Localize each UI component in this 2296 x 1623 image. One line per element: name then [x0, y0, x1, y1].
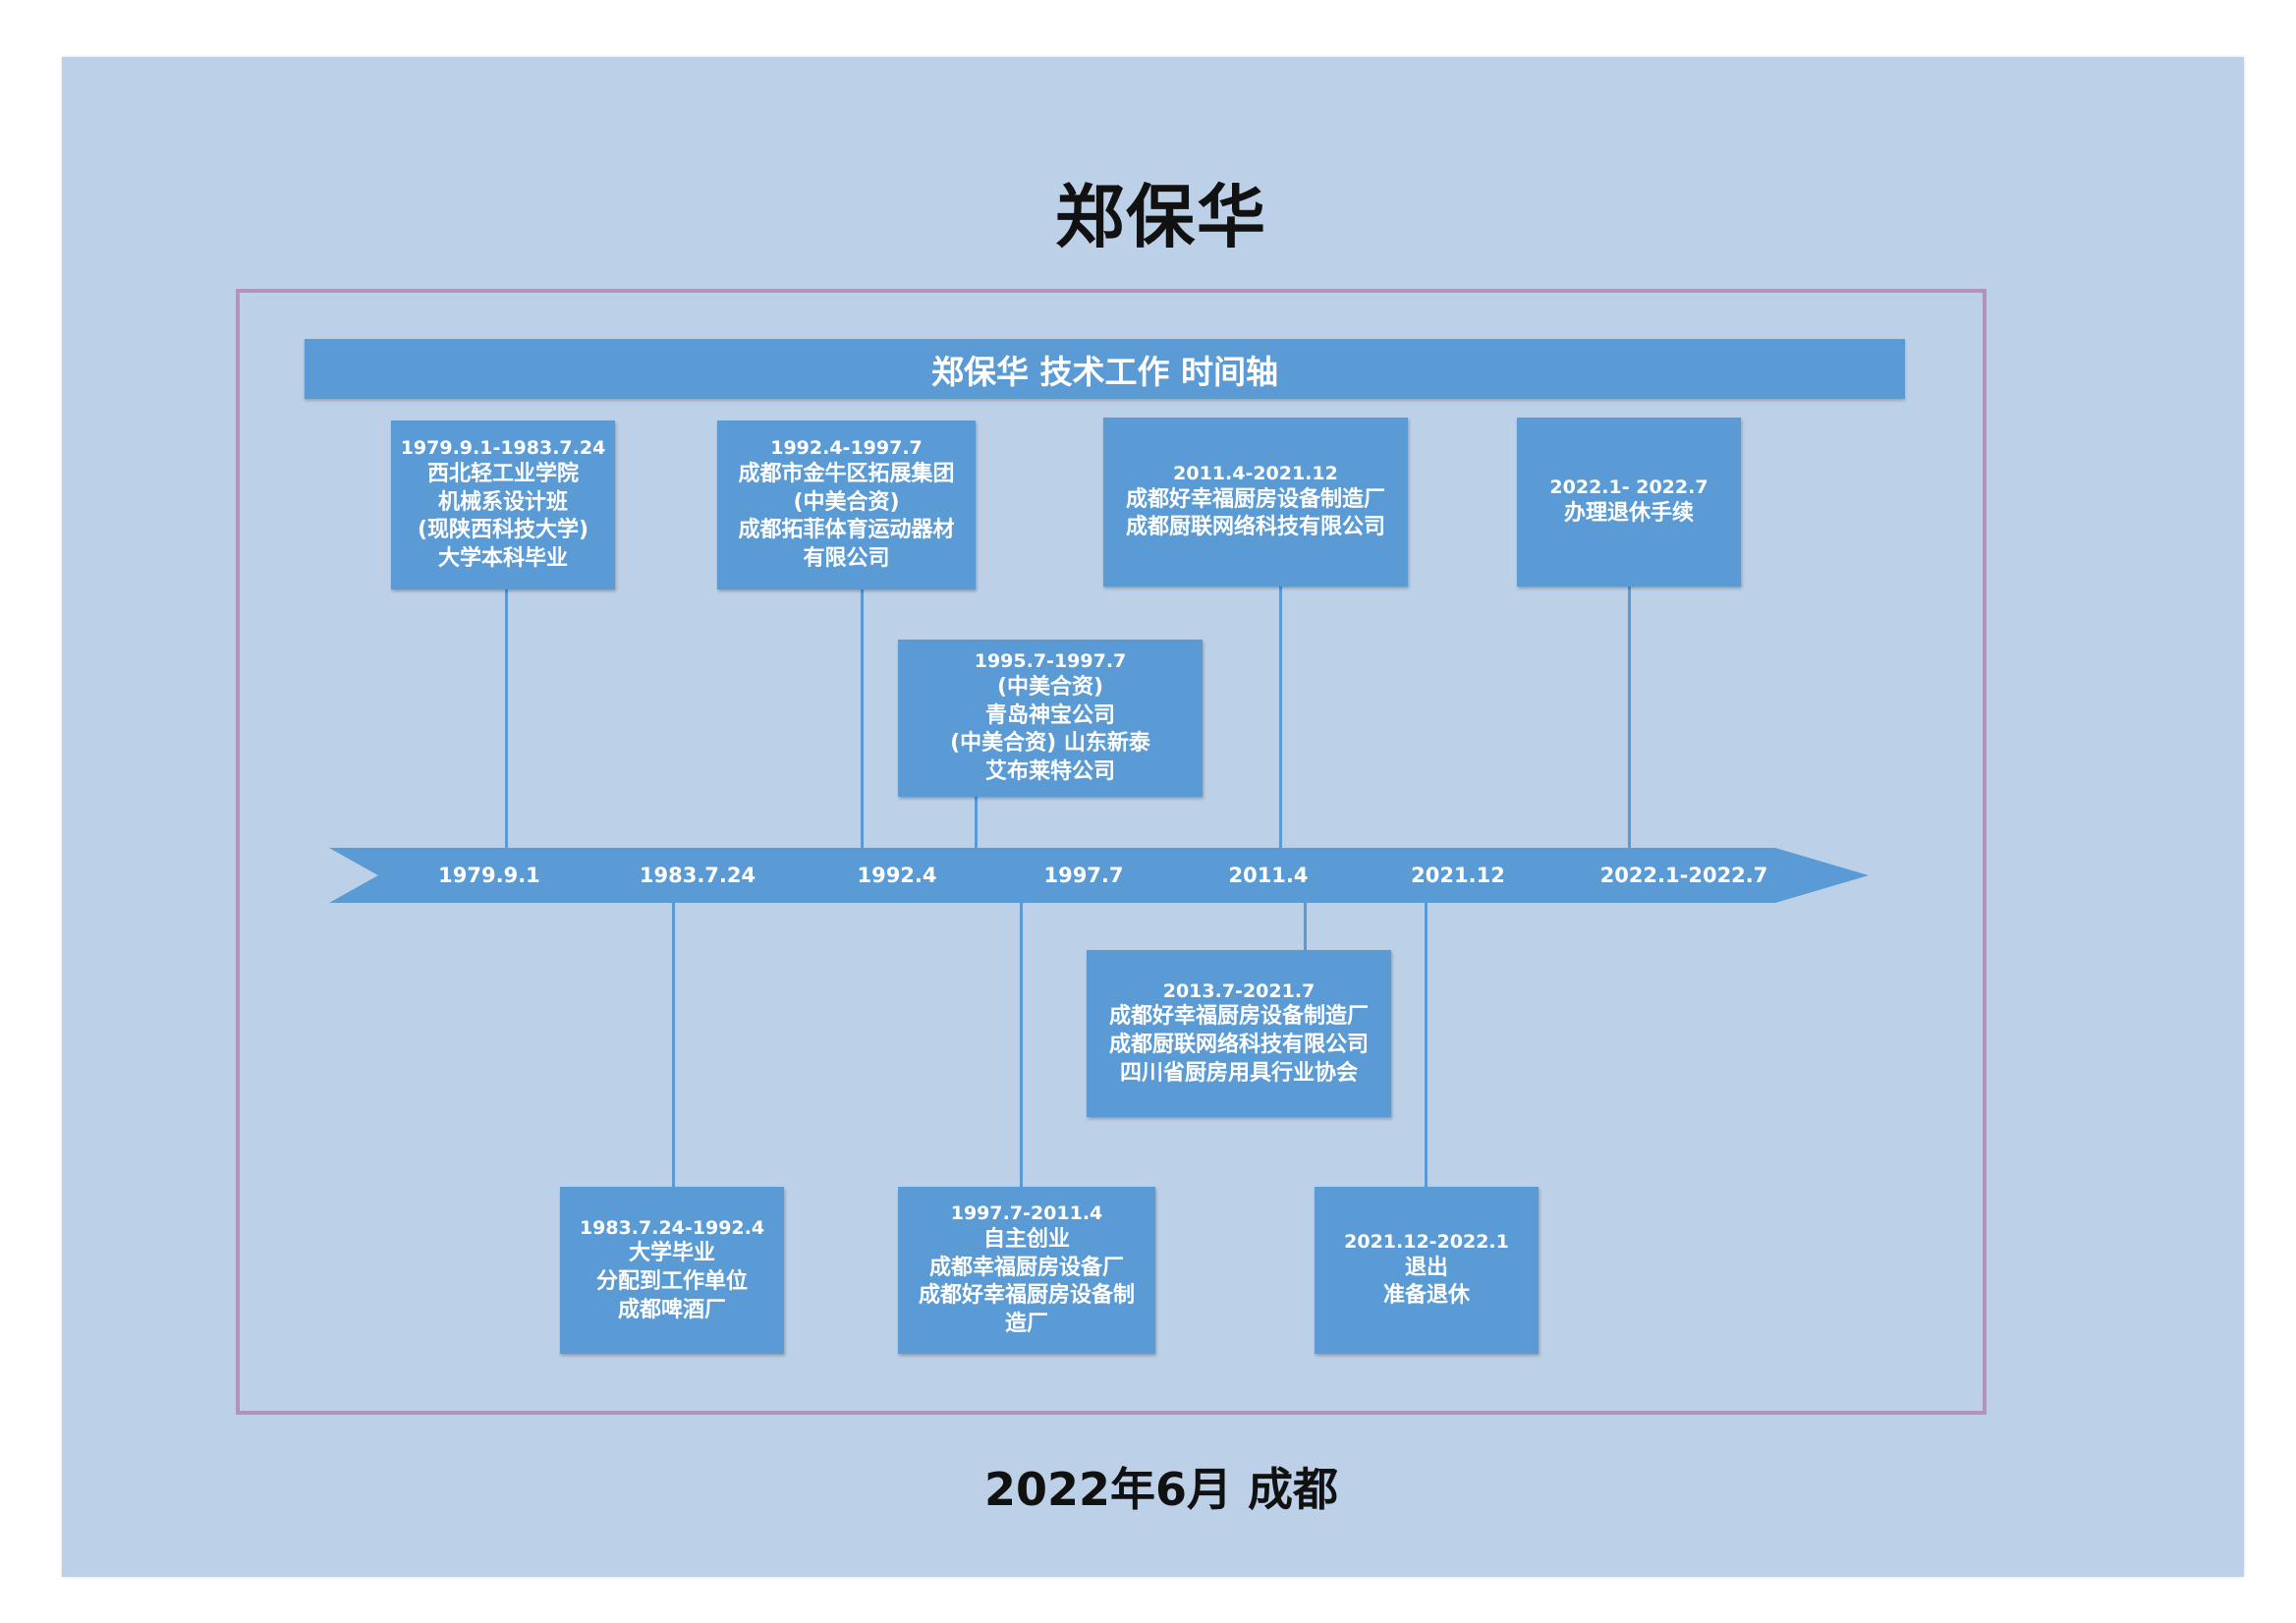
event-line: 机械系设计班 — [437, 489, 568, 515]
event-line: 自主创业 — [982, 1227, 1070, 1253]
event-box: 1983.7.24-1992.4 大学毕业 分配到工作单位 成都啤酒厂 — [560, 1187, 784, 1354]
event-line: 退出 — [1404, 1255, 1448, 1280]
event-line: 成都幸福厨房设备厂 — [928, 1255, 1124, 1280]
event-line: 艾布莱特公司 — [984, 758, 1115, 784]
connector-line — [975, 797, 978, 848]
event-line: 造厂 — [1004, 1311, 1048, 1336]
connector-line — [505, 589, 508, 848]
event-box: 2011.4-2021.12 成都好幸福厨房设备制造厂 成都厨联网络科技有限公司 — [1103, 418, 1408, 587]
page-title: 郑保华 — [1055, 177, 1267, 257]
event-line: 分配到工作单位 — [595, 1269, 748, 1295]
event-date: 1983.7.24-1992.4 — [579, 1216, 765, 1239]
event-line: 大学本科毕业 — [437, 545, 568, 571]
connector-line — [1279, 587, 1282, 848]
event-box: 1995.7-1997.7 (中美合资) 青岛神宝公司 (中美合资) 山东新泰 … — [898, 640, 1203, 797]
event-date: 2022.1- 2022.7 — [1549, 476, 1708, 499]
event-date: 1979.9.1-1983.7.24 — [400, 437, 606, 460]
event-date: 2013.7-2021.7 — [1162, 979, 1316, 1002]
tick-label: 1992.4 — [857, 864, 937, 887]
tick-label: 1983.7.24 — [639, 864, 756, 887]
event-line: 青岛神宝公司 — [984, 702, 1115, 728]
event-line: 办理退休手续 — [1563, 501, 1694, 527]
timeline-header: 郑保华 技术工作 时间轴 — [305, 339, 1905, 399]
event-date: 1992.4-1997.7 — [770, 437, 923, 460]
connector-line — [1628, 587, 1631, 848]
timeline-arrow — [329, 848, 1869, 903]
tick-label: 1997.7 — [1043, 864, 1124, 887]
event-line: 西北轻工业学院 — [426, 462, 579, 487]
event-box: 2021.12-2022.1 退出 准备退休 — [1315, 1187, 1539, 1354]
event-line: (现陕西科技大学) — [417, 518, 589, 543]
event-box: 1992.4-1997.7 成都市金牛区拓展集团 (中美合资) 成都拓菲体育运动… — [717, 420, 976, 589]
tick-label: 2021.12 — [1411, 864, 1505, 887]
event-date: 2021.12-2022.1 — [1344, 1231, 1509, 1254]
event-line: (中美合资) — [793, 489, 900, 515]
event-date: 1995.7-1997.7 — [974, 650, 1127, 673]
event-line: 准备退休 — [1382, 1283, 1470, 1309]
event-line: 成都好幸福厨房设备制 — [918, 1283, 1135, 1309]
event-date: 1997.7-2011.4 — [950, 1203, 1103, 1225]
event-box: 1979.9.1-1983.7.24 西北轻工业学院 机械系设计班 (现陕西科技… — [391, 420, 615, 589]
event-line: 大学毕业 — [628, 1241, 715, 1266]
connector-line — [672, 903, 675, 1187]
connector-line — [1304, 903, 1307, 950]
event-line: 成都好幸福厨房设备制造厂 — [1108, 1004, 1369, 1030]
connector-line — [861, 589, 864, 848]
event-line: 成都市金牛区拓展集团 — [738, 462, 955, 487]
event-line: (中美合资) 山东新泰 — [950, 731, 1150, 756]
event-line: 成都厨联网络科技有限公司 — [1108, 1033, 1369, 1058]
event-line: 成都拓菲体育运动器材 — [738, 518, 955, 543]
event-box: 2013.7-2021.7 成都好幸福厨房设备制造厂 成都厨联网络科技有限公司 … — [1087, 950, 1391, 1117]
tick-label: 1979.9.1 — [438, 864, 540, 887]
timeline-frame — [236, 289, 1987, 1415]
connector-line — [1020, 903, 1023, 1187]
event-line: 四川省厨房用具行业协会 — [1119, 1060, 1358, 1086]
event-line: 成都厨联网络科技有限公司 — [1125, 515, 1385, 540]
event-box: 2022.1- 2022.7 办理退休手续 — [1517, 418, 1741, 587]
connector-line — [1425, 903, 1428, 1187]
footer-date-location: 2022年6月 成都 — [983, 1463, 1339, 1516]
event-line: 成都好幸福厨房设备制造厂 — [1125, 486, 1385, 512]
tick-label: 2011.4 — [1228, 864, 1309, 887]
event-line: (中美合资) — [996, 675, 1104, 700]
event-box: 1997.7-2011.4 自主创业 成都幸福厨房设备厂 成都好幸福厨房设备制 … — [898, 1187, 1155, 1354]
event-line: 有限公司 — [803, 545, 890, 571]
event-date: 2011.4-2021.12 — [1173, 463, 1338, 485]
tick-label: 2022.1-2022.7 — [1599, 864, 1768, 887]
event-line: 成都啤酒厂 — [617, 1297, 726, 1322]
